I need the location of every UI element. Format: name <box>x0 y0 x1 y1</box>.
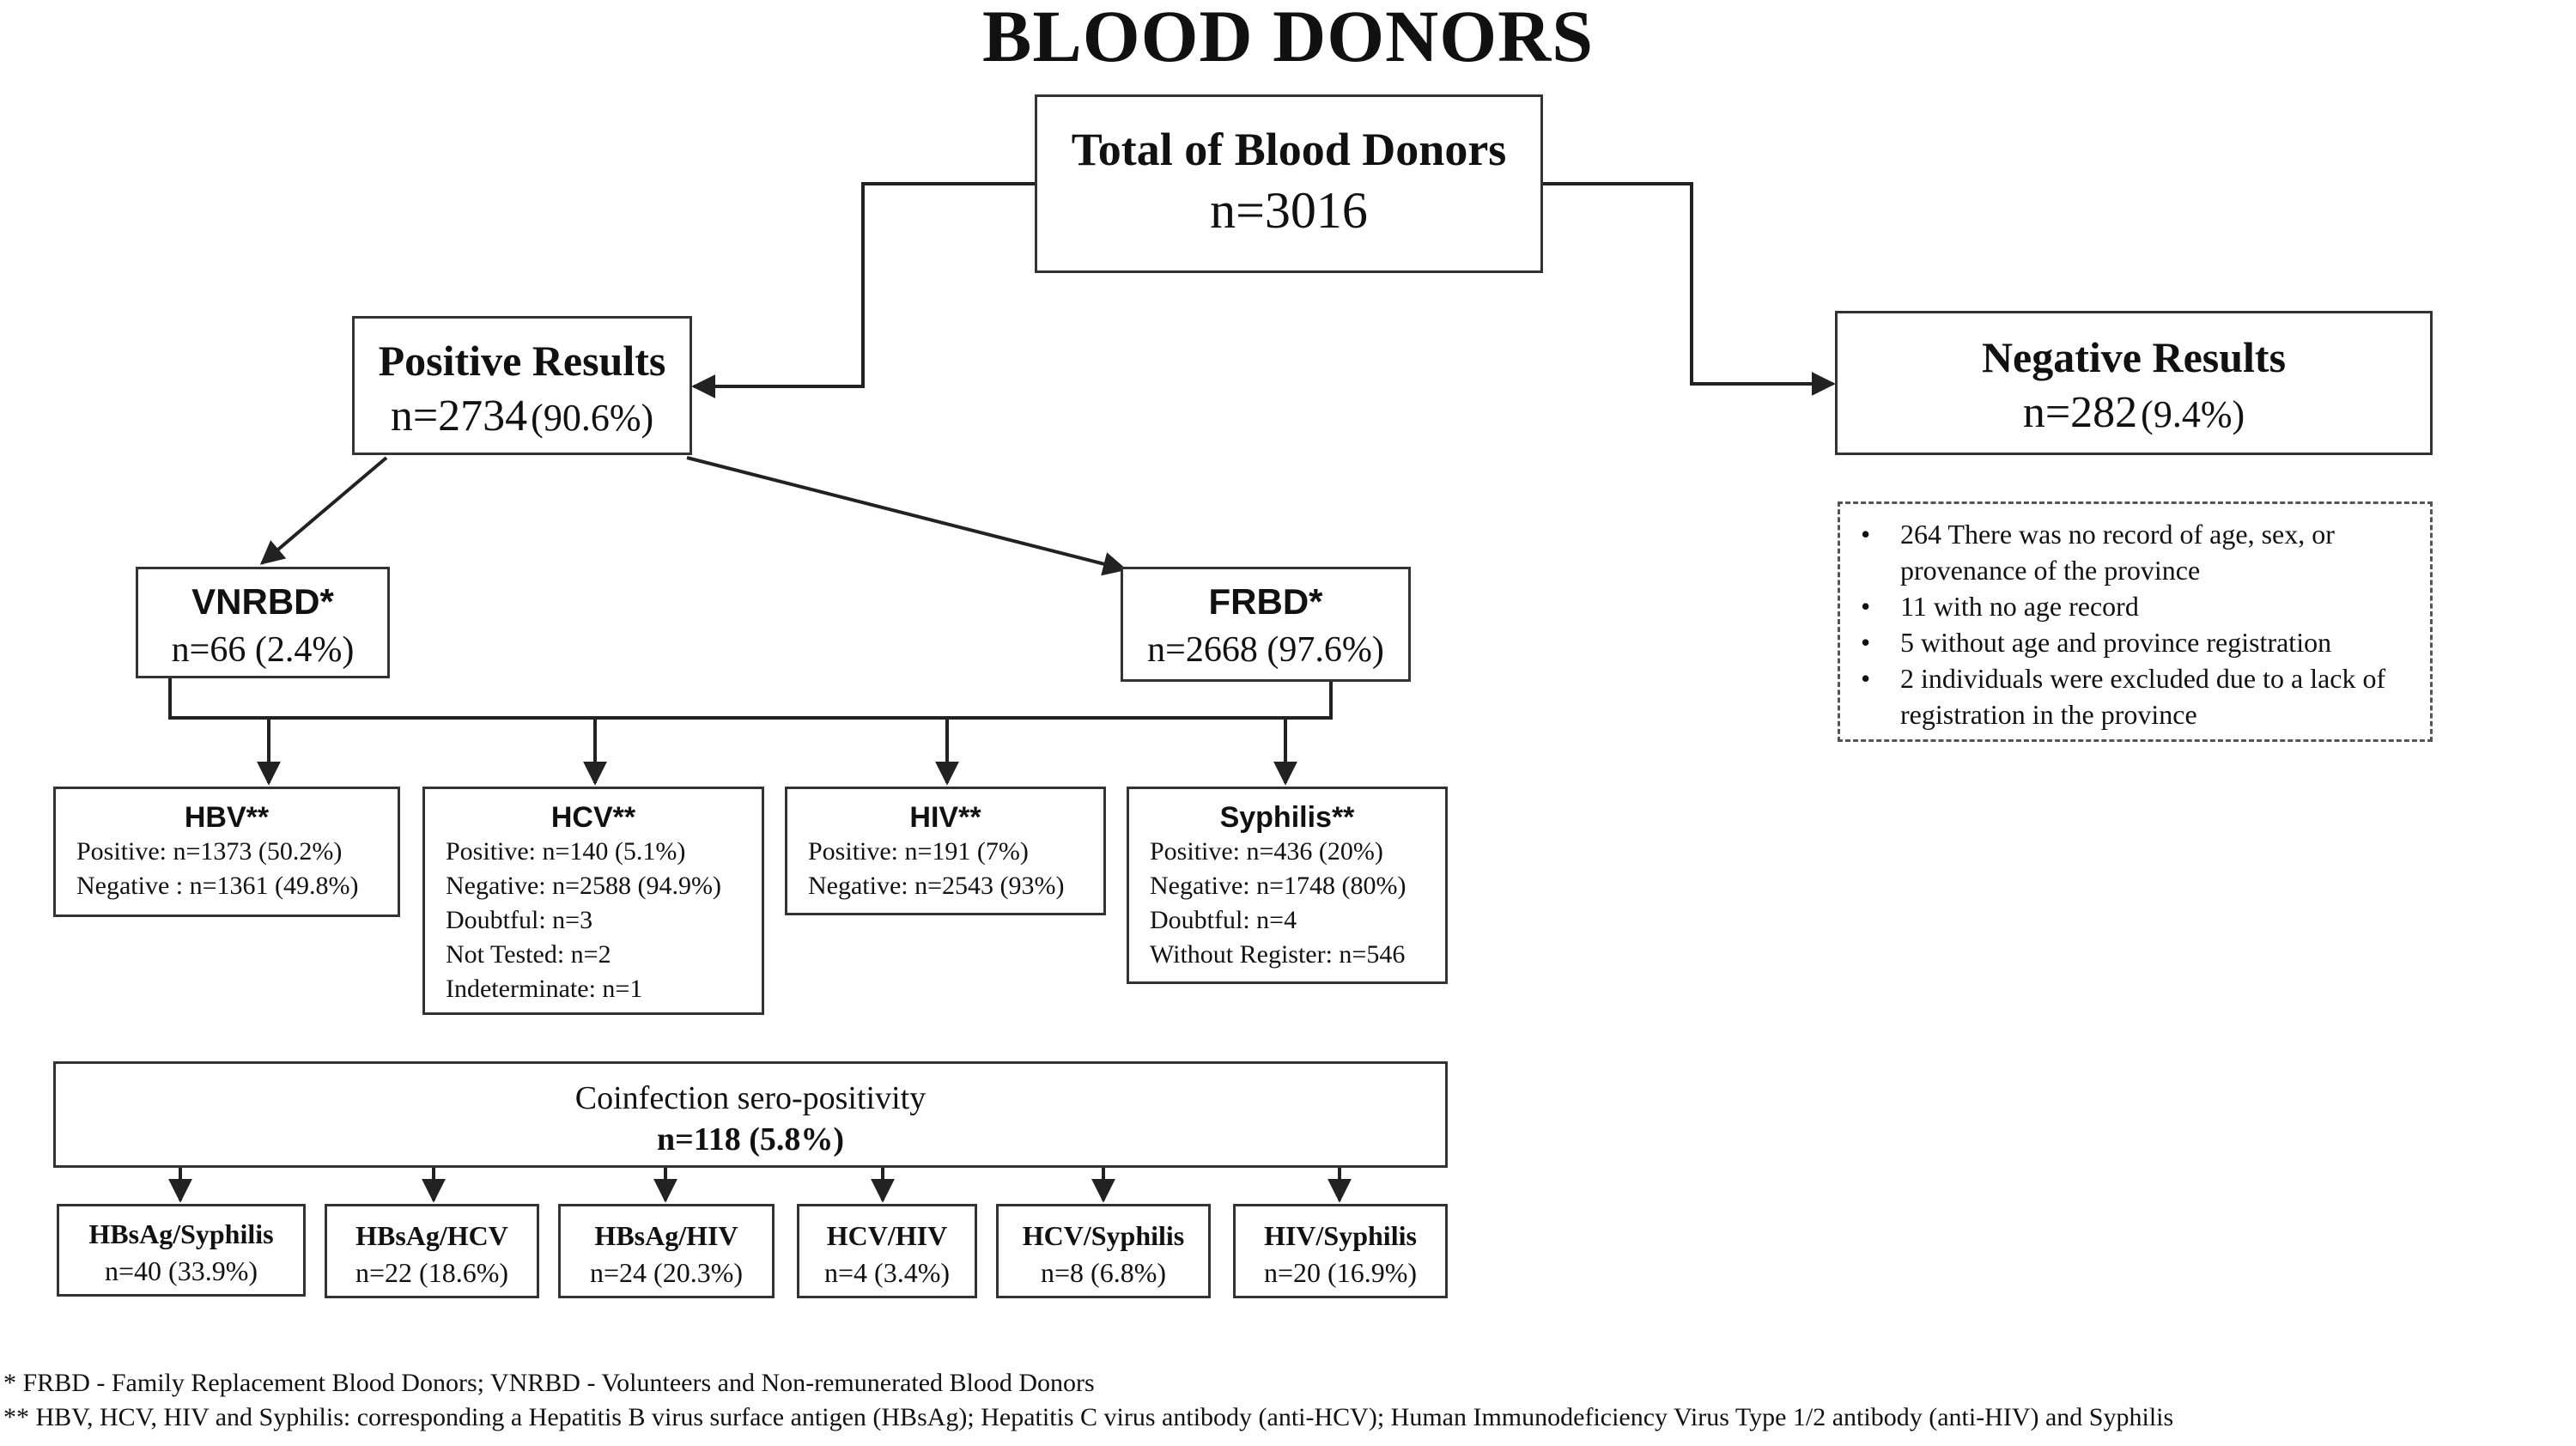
test-line: Not Tested: n=2 <box>446 940 611 969</box>
test-line: Without Register: n=546 <box>1150 940 1406 969</box>
footnote-2: ** HBV, HCV, HIV and Syphilis: correspon… <box>3 1403 2174 1431</box>
negative-count: n=282 <box>2022 388 2138 437</box>
negative-node: Negative Results n=282 (9.4%) <box>1835 311 2433 455</box>
test-line: Positive: n=191 (7%) <box>808 837 1029 866</box>
edge-positive-frbd <box>686 456 1127 576</box>
coinfection-name: HIV/Syphilis <box>1264 1220 1417 1251</box>
coinfection-value: n=20 (16.9%) <box>1263 1257 1417 1288</box>
coinfection-name: HCV/Syphilis <box>1022 1220 1185 1251</box>
coinfection-name: HCV/HIV <box>826 1220 948 1251</box>
test-hbv: HBV** Positive: n=1373 (50.2%) Negative … <box>53 787 400 917</box>
test-line: Doubtful: n=3 <box>446 906 593 934</box>
test-line: Indeterminate: n=1 <box>446 975 643 1003</box>
vnrbd-node: VNRBD* n=66 (2.4%) <box>136 567 390 678</box>
test-hcv: HCV** Positive: n=140 (5.1%) Negative: n… <box>422 787 764 1015</box>
test-line: Negative : n=1361 (49.8%) <box>76 872 359 900</box>
coinfection-value: n=4 (3.4%) <box>823 1257 950 1288</box>
positive-count: n=2734 <box>390 392 528 440</box>
note-item: 2 individuals were excluded due to a lac… <box>1861 660 2413 732</box>
frbd-count: n=2668 (97.6%) <box>1147 630 1384 670</box>
edge-bracket <box>168 678 1333 720</box>
test-name: HBV** <box>184 801 270 834</box>
note-item: 11 with no age record <box>1861 588 2413 624</box>
frbd-label: FRBD* <box>1208 581 1323 622</box>
test-hiv: HIV** Positive: n=191 (7%) Negative: n=2… <box>785 787 1106 915</box>
coinfection-hbsag-hiv: HBsAg/HIV n=24 (20.3%) <box>558 1204 775 1298</box>
coinfection-hbsag-syphilis: HBsAg/Syphilis n=40 (33.9%) <box>57 1204 306 1297</box>
total-count: n=3016 <box>1210 182 1368 239</box>
test-line: Positive: n=140 (5.1%) <box>446 837 686 866</box>
edge-total-negative <box>1543 182 1836 396</box>
frbd-node: FRBD* n=2668 (97.6%) <box>1121 567 1411 682</box>
negative-label: Negative Results <box>1981 333 2287 381</box>
diagram-title: BLOOD DONORS <box>981 0 1595 77</box>
test-line: Negative: n=2588 (94.9%) <box>446 872 722 900</box>
coinfection-name: HBsAg/HIV <box>594 1220 738 1251</box>
test-name: HCV** <box>550 801 636 834</box>
coinfection-hiv-syphilis: HIV/Syphilis n=20 (16.9%) <box>1233 1204 1448 1298</box>
positive-label: Positive Results <box>378 337 666 385</box>
coinfection-hcv-hiv: HCV/HIV n=4 (3.4%) <box>797 1204 977 1298</box>
test-name: Syphilis** <box>1219 801 1355 834</box>
total-label: Total of Blood Donors <box>1071 124 1507 175</box>
coinfection-value: n=40 (33.9%) <box>104 1255 258 1286</box>
coinfection-value: n=8 (6.8%) <box>1040 1257 1166 1288</box>
coinfection-count: n=118 (5.8%) <box>657 1121 844 1157</box>
coinfection-name: HBsAg/HCV <box>355 1220 508 1251</box>
coinfection-value: n=24 (20.3%) <box>589 1257 743 1288</box>
test-line: Negative: n=1748 (80%) <box>1150 872 1406 900</box>
note-item: 5 without age and province registration <box>1861 624 2413 660</box>
footnote-1: * FRBD - Family Replacement Blood Donors… <box>3 1369 1095 1397</box>
edge-total-positive <box>691 182 1035 398</box>
test-line: Positive: n=1373 (50.2%) <box>76 837 343 866</box>
test-line: Doubtful: n=4 <box>1150 906 1297 934</box>
test-line: Negative: n=2543 (93%) <box>808 872 1065 900</box>
positive-node: Positive Results n=2734 (90.6%) <box>352 316 692 455</box>
edge-positive-vnrbd <box>259 456 388 565</box>
coinfection-node: Coinfection sero-positivity n=118 (5.8%) <box>53 1061 1448 1168</box>
positive-pct: (90.6%) <box>531 397 654 439</box>
note-item: 264 There was no record of age, sex, or … <box>1861 516 2413 588</box>
test-line: Positive: n=436 (20%) <box>1150 837 1383 866</box>
coinfection-name: HBsAg/Syphilis <box>88 1218 274 1249</box>
coinfection-label: Coinfection sero-positivity <box>574 1080 927 1116</box>
negative-pct: (9.4%) <box>2141 393 2245 435</box>
test-name: HIV** <box>909 801 981 834</box>
vnrbd-label: VNRBD* <box>191 581 334 622</box>
coinfection-value: n=22 (18.6%) <box>355 1257 508 1288</box>
coinfection-hbsag-hcv: HBsAg/HCV n=22 (18.6%) <box>325 1204 539 1298</box>
coinfection-hcv-syphilis: HCV/Syphilis n=8 (6.8%) <box>996 1204 1211 1298</box>
test-syphilis: Syphilis** Positive: n=436 (20%) Negativ… <box>1127 787 1448 984</box>
total-node: Total of Blood Donors n=3016 <box>1035 94 1543 273</box>
vnrbd-count: n=66 (2.4%) <box>171 630 355 670</box>
negative-notes: 264 There was no record of age, sex, or … <box>1838 501 2433 742</box>
